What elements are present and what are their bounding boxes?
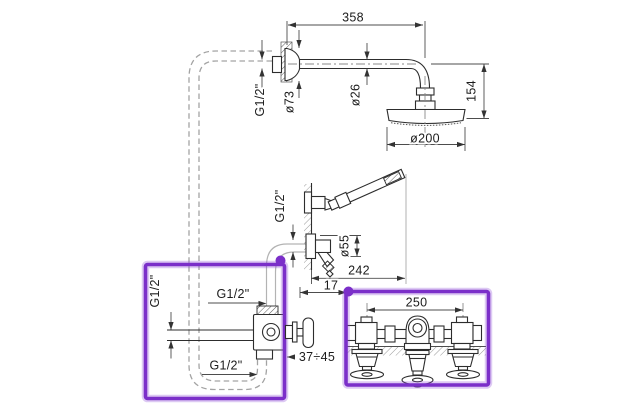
- arm-flange: [284, 47, 301, 82]
- spray-face: [390, 122, 462, 126]
- dim-reach-label: 242: [348, 264, 370, 278]
- highlight-annotations: [141, 255, 493, 403]
- dim-arm-length-label: 358: [342, 11, 364, 25]
- center-escutcheon-and-handle: [401, 349, 434, 388]
- valve-highlight-box: [143, 262, 287, 401]
- dim-wall-offset-label: 17: [324, 279, 339, 293]
- valve-top-thread-label: G1/2": [216, 287, 249, 301]
- valve-bottom-thread-label: G1/2": [209, 359, 242, 373]
- hand-shower-dimensions: G1/2" ø55 242 17: [271, 174, 407, 298]
- right-escutcheon-and-handle: [445, 348, 481, 380]
- right-union-nut: [433, 325, 445, 343]
- dim-arm-diameter-label: ø26: [349, 84, 363, 106]
- bracket-flange: [303, 191, 313, 214]
- valve-stem-and-handle: [284, 317, 315, 349]
- stick-nozzle-face: [383, 171, 402, 186]
- wall-nipple: [271, 55, 283, 74]
- dim-centers-distance-label: 250: [406, 296, 428, 310]
- left-union-nut: [384, 325, 396, 343]
- mixer-highlight-box: [344, 289, 491, 387]
- dim-drop-height-label: 154: [465, 80, 479, 102]
- outlet-union-flange: [305, 233, 317, 260]
- dim-handshower-thread-label: G1/2": [273, 189, 287, 222]
- dim-head-diameter-label: ø200: [410, 132, 440, 146]
- valve-inlet-thread-label: G1/2": [148, 274, 162, 307]
- dim-flange-diameter-label: ø73: [283, 91, 297, 113]
- wall-section-hatch: [304, 184, 312, 270]
- mixer-valves-detail: 250: [346, 294, 486, 388]
- diverter-valve-detail: G1/2" G1/2" G1/2": [146, 272, 287, 378]
- dim-union-diameter-label: ø55: [338, 235, 352, 257]
- outlet-union-body: [314, 239, 332, 254]
- valve-bottom-port: [255, 349, 274, 360]
- valve-cross-handle: [302, 317, 315, 349]
- mixer-box-anchor-dot: [343, 286, 354, 297]
- hand-shower-assembly: [303, 168, 406, 278]
- overhead-shower-assembly: [271, 41, 466, 147]
- valve-box-anchor-dot: [275, 255, 286, 266]
- shower-head-disc: [386, 108, 466, 125]
- stick-union-nut: [334, 191, 352, 210]
- dim-arm-thread-label: G1/2": [253, 83, 267, 116]
- bracket-clamp: [310, 195, 326, 210]
- left-valve-body: [354, 321, 378, 345]
- right-valve-body: [450, 321, 474, 345]
- valve-top-nut: [256, 305, 279, 316]
- left-escutcheon-and-handle: [349, 348, 385, 380]
- overhead-dimensions: 358 154 ø200 ø26 ø73 G1/2": [251, 9, 489, 151]
- mounting-depth-dimension: 37÷45: [287, 348, 337, 366]
- dim-depth-range-label: 37÷45: [299, 350, 335, 364]
